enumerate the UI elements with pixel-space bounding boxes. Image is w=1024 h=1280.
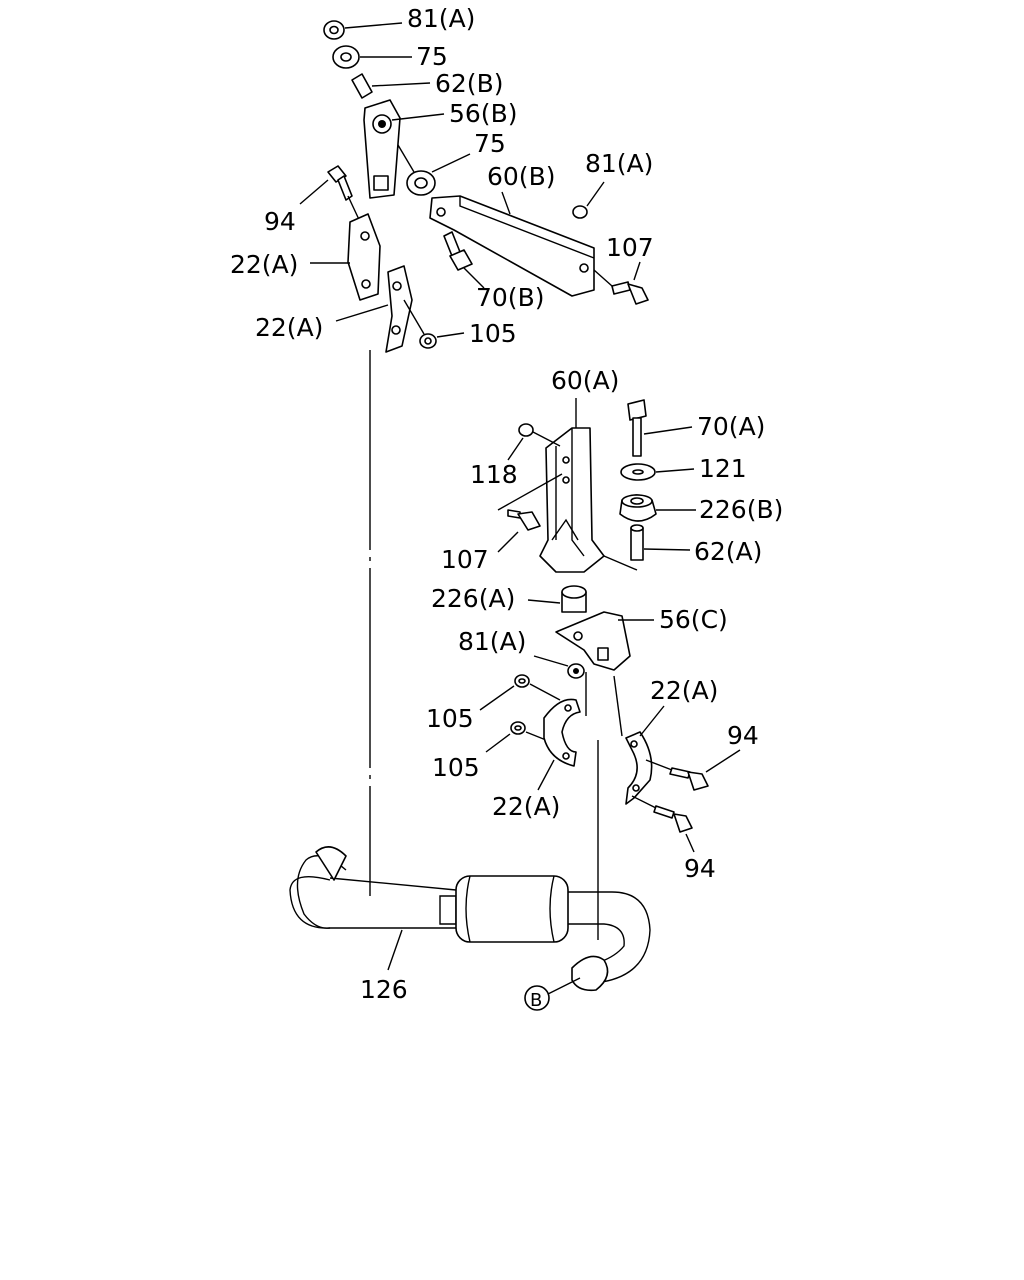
- nut-105-b: [485, 721, 547, 753]
- rubber-226b: [619, 494, 696, 522]
- label-118: 118: [470, 460, 518, 489]
- label-81a-top: 81(A): [407, 4, 475, 33]
- label-ref-b: B: [530, 990, 542, 1011]
- nut-81a-top: [323, 20, 403, 40]
- label-121: 121: [699, 454, 747, 483]
- label-22a-right: 22(A): [650, 676, 718, 705]
- label-70b: 70(B): [476, 283, 544, 312]
- collar-62a: [603, 524, 691, 571]
- bolt-94-left: [299, 165, 363, 227]
- label-75-mid: 75: [474, 129, 506, 158]
- label-22a-upper: 22(A): [230, 250, 298, 279]
- nut-105-top: [403, 299, 465, 349]
- bolt-70b: [443, 231, 485, 289]
- bracket-60a: [539, 398, 605, 573]
- label-94-bottom: 94: [684, 854, 716, 883]
- link-56b: [363, 99, 445, 199]
- nut-105-a: [479, 674, 561, 711]
- label-22a-bottom: 22(A): [492, 792, 560, 821]
- bushing-75-mid: [397, 144, 471, 196]
- label-107-top: 107: [606, 233, 654, 262]
- pipe-126: [289, 846, 651, 992]
- reference-b-marker: [524, 977, 581, 1011]
- collar-62b: [351, 73, 431, 99]
- bolt-94-right: [645, 749, 741, 791]
- label-56b: 56(B): [449, 99, 517, 128]
- label-22a-lower: 22(A): [255, 313, 323, 342]
- label-107-mid: 107: [441, 545, 489, 574]
- label-62a: 62(A): [694, 537, 762, 566]
- washer-121: [620, 463, 695, 481]
- label-56c: 56(C): [659, 605, 728, 634]
- label-94-right: 94: [727, 721, 759, 750]
- bracket-60b: [429, 191, 595, 297]
- label-105-top: 105: [469, 319, 517, 348]
- link-56c: [555, 611, 654, 671]
- bolt-107-top: [593, 261, 649, 305]
- label-81a-low: 81(A): [458, 627, 526, 656]
- label-105-b: 105: [432, 753, 480, 782]
- nut-118: [507, 423, 561, 461]
- label-105-a: 105: [426, 704, 474, 733]
- label-126: 126: [360, 975, 408, 1004]
- bushing-75-top: [332, 45, 412, 69]
- clamp-22a-bottom: [537, 672, 587, 791]
- nut-81a-low: [533, 655, 585, 679]
- label-60a: 60(A): [551, 366, 619, 395]
- label-60b: 60(B): [487, 162, 555, 191]
- label-75-top: 75: [416, 42, 448, 71]
- clamp-22a-right: [613, 675, 665, 805]
- label-81a-right: 81(A): [585, 149, 653, 178]
- bolt-94-bottom: [631, 795, 695, 853]
- label-226a: 226(A): [431, 584, 515, 613]
- nut-81a-right: [572, 181, 605, 219]
- label-94-left: 94: [264, 207, 296, 236]
- label-62b: 62(B): [435, 69, 503, 98]
- clamp-22a-lower: [335, 265, 413, 353]
- label-70a: 70(A): [697, 412, 765, 441]
- rubber-226a: [527, 585, 587, 613]
- bolt-70a: [627, 399, 693, 457]
- clamp-22a-upper: [310, 213, 381, 301]
- bolt-107-mid: [497, 473, 563, 553]
- label-226b: 226(B): [699, 495, 783, 524]
